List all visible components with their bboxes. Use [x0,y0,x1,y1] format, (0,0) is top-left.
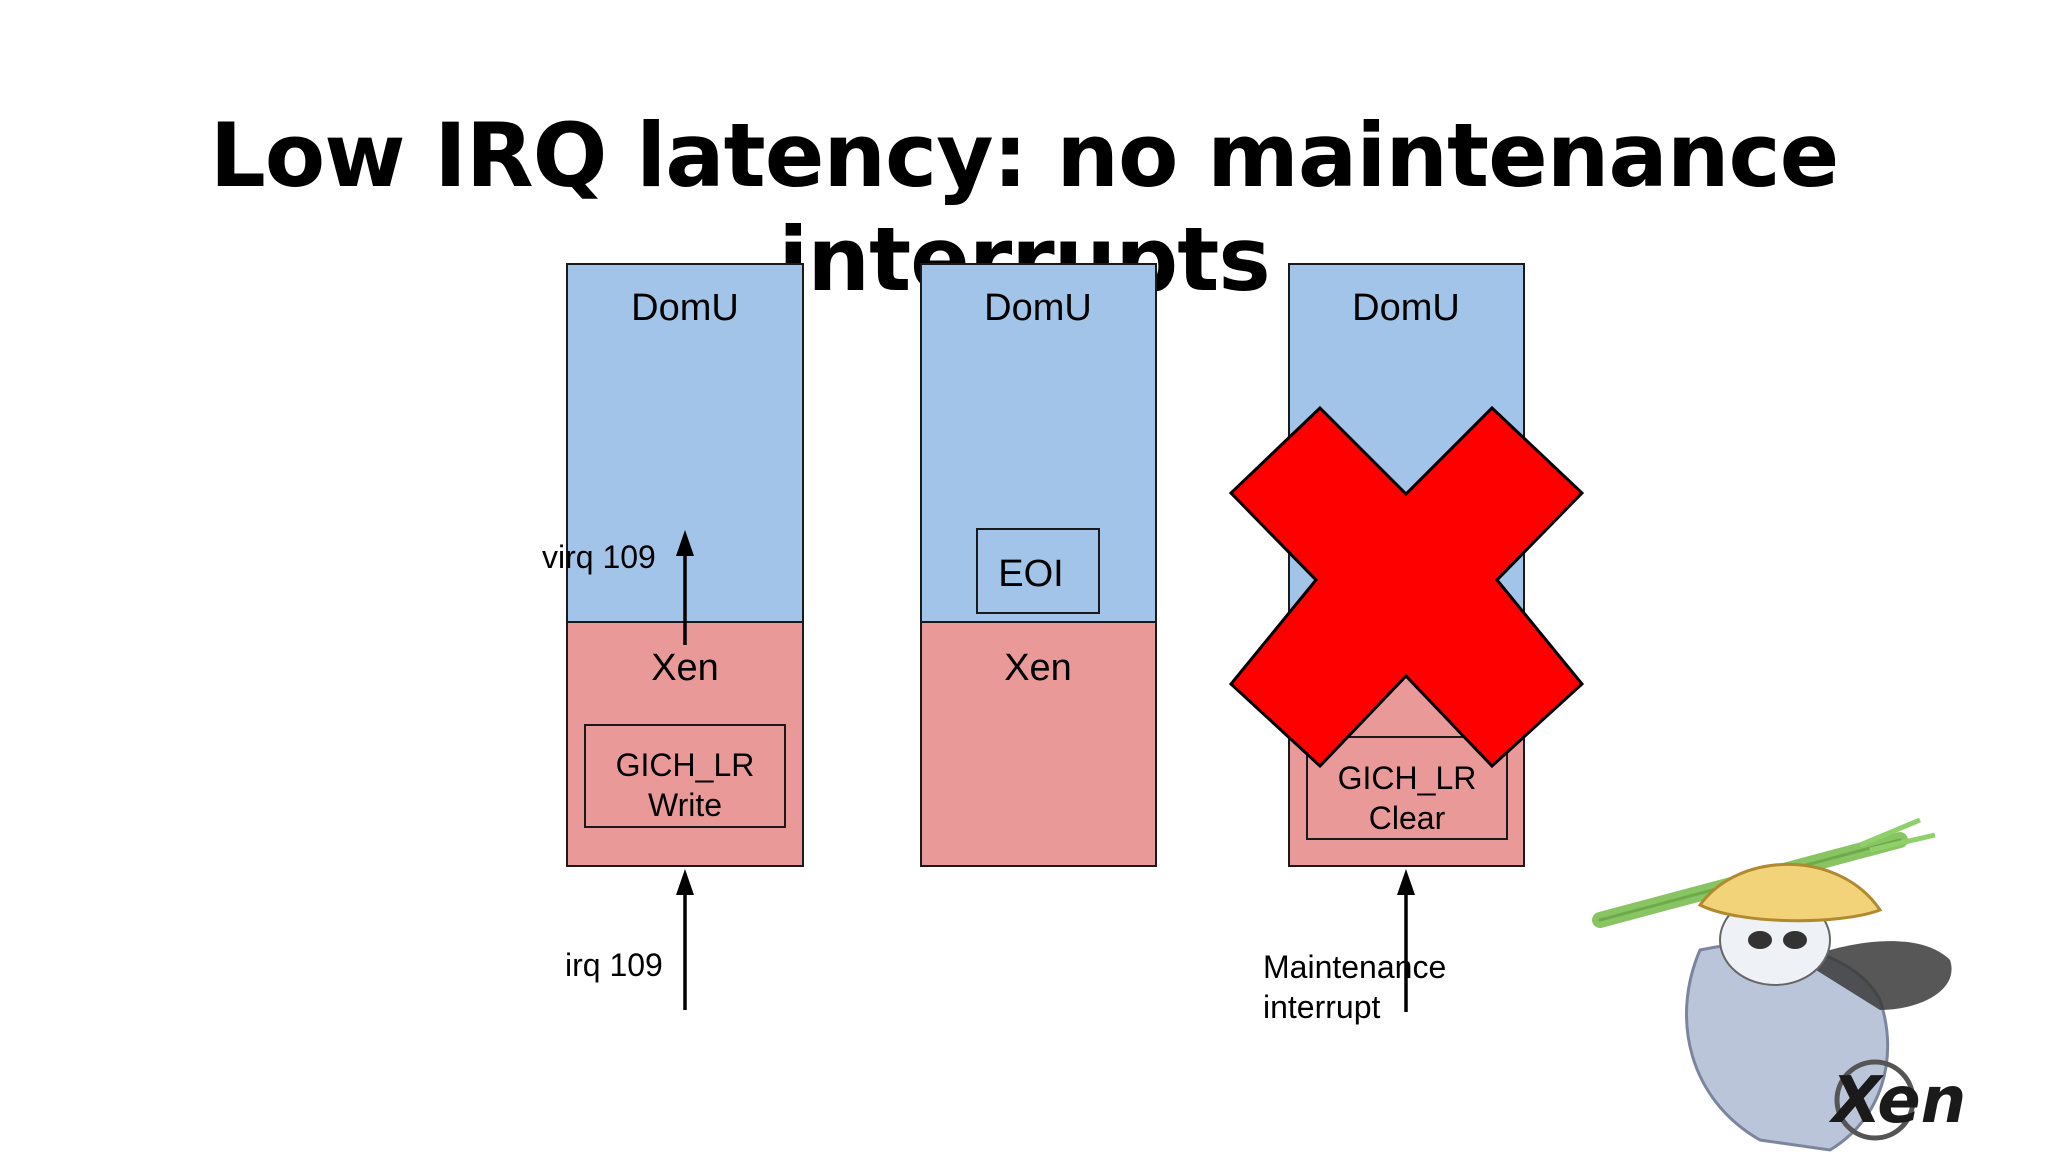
xen-logo-text: Xen [1828,1064,1966,1138]
column-2: DomU Xen EOI [920,263,1157,867]
domu-region-2 [920,263,1157,623]
maintenance-arrowhead [1397,869,1415,895]
domu-label-3: DomU [1352,287,1460,329]
domu-label-1: DomU [631,287,739,329]
gich-lr-write-box [584,724,786,828]
eoi-label: EOI [998,553,1063,595]
maintenance-label-line1: Maintenance [1263,949,1446,985]
xen-region-1 [566,621,804,867]
virq-label: virq 109 [542,539,656,575]
gich-lr-clear-line2: Clear [1369,800,1446,836]
red-x-icon [1228,405,1585,769]
eoi-box [976,528,1100,614]
irq-label: irq 109 [565,947,663,983]
gich-lr-clear-box [1306,736,1508,840]
gich-lr-clear-line1: GICH_LR [1338,760,1477,796]
xen-logo-ring [1834,1059,1916,1141]
virq-arrowhead [676,530,694,556]
domu-label-2: DomU [984,287,1092,329]
column-3: DomU GICH_LR Clear Maintenance interrupt [1228,263,1585,1025]
irq-arrowhead [676,869,694,895]
gich-lr-write-line1: GICH_LR [616,747,755,783]
slide-title: Low IRQ latency: no maintenance interrup… [209,104,1840,311]
maintenance-label-line2: interrupt [1263,989,1381,1025]
xen-label-1: Xen [651,647,719,689]
xen-label-2: Xen [1004,647,1072,689]
gich-lr-write-line2: Write [648,787,722,823]
xen-region-2 [920,621,1157,867]
xen-panda-logo: Xen [1592,817,1966,1152]
column-1: DomU Xen GICH_LR Write virq 109 irq 109 [542,263,804,1010]
